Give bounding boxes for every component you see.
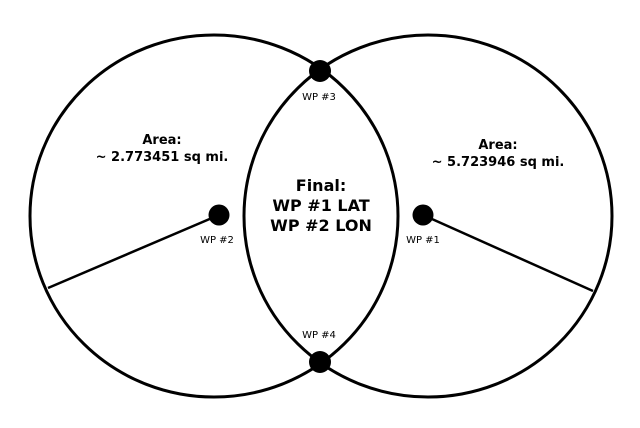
wp2-label: WP #2 bbox=[200, 235, 234, 246]
wp3-label: WP #3 bbox=[302, 92, 336, 103]
final-label: Final: WP #1 LAT WP #2 LON bbox=[270, 176, 372, 236]
right-area-value: ~ 5.723946 sq mi. bbox=[431, 155, 565, 170]
right-area-label: Area: ~ 5.723946 sq mi. bbox=[432, 137, 565, 171]
wp2-dot bbox=[208, 204, 230, 226]
wp4-label: WP #4 bbox=[302, 330, 336, 341]
final-line1: WP #1 LAT bbox=[272, 196, 370, 215]
left-area-title: Area: bbox=[142, 133, 182, 148]
left-area-label: Area: ~ 2.773451 sq mi. bbox=[96, 132, 229, 166]
wp1-label: WP #1 bbox=[406, 235, 440, 246]
final-line2: WP #2 LON bbox=[270, 216, 372, 235]
right-circle bbox=[242, 33, 614, 399]
right-area-title: Area: bbox=[478, 138, 518, 153]
left-circle bbox=[28, 33, 400, 399]
wp1-dot bbox=[412, 204, 434, 226]
left-area-value: ~ 2.773451 sq mi. bbox=[95, 150, 229, 165]
wp3-dot bbox=[309, 60, 331, 82]
left-radius-line bbox=[47, 213, 220, 290]
final-title: Final: bbox=[295, 176, 347, 195]
right-radius-line bbox=[422, 213, 594, 293]
wp4-dot bbox=[309, 351, 331, 373]
